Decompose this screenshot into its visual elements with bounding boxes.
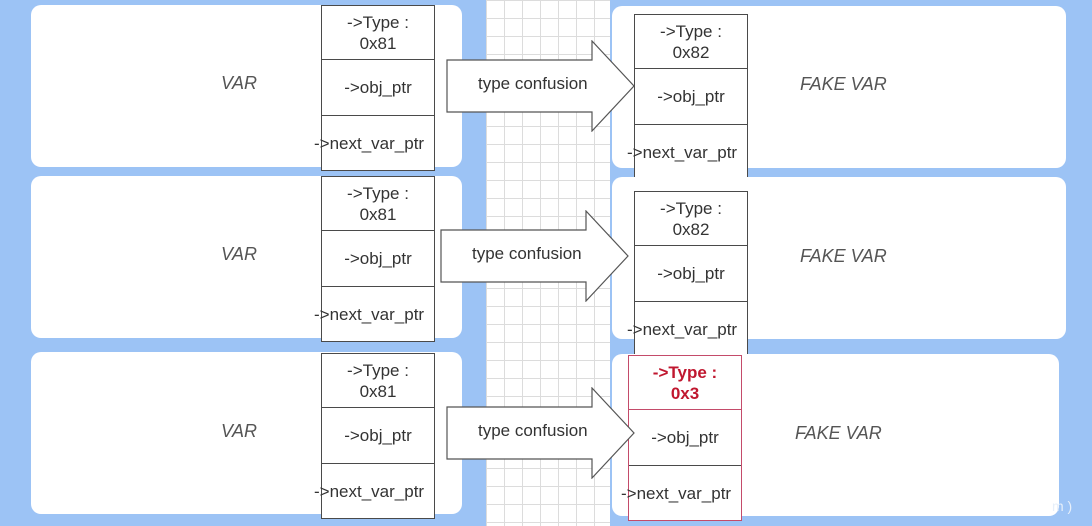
next-var-ptr-field: ->next_var_ptr (627, 319, 738, 339)
obj-ptr-field: ->obj_ptr (629, 410, 741, 466)
var-struct-3: ->Type :0x81 ->obj_ptr ->next_var_ptr (314, 353, 435, 519)
next-var-ptr-field: ->next_var_ptr (621, 483, 732, 503)
var-struct-2: ->Type :0x81 ->obj_ptr ->next_var_ptr (314, 176, 435, 342)
fake-var-struct-3: ->Type :0x3 ->obj_ptr ->next_var_ptr (621, 355, 742, 521)
type-confusion-arrow-2: type confusion (440, 210, 630, 302)
right-arrow-icon (440, 210, 629, 302)
arrow-label: type confusion (478, 74, 588, 93)
arrow-label: type confusion (478, 421, 588, 440)
next-var-ptr-field: ->next_var_ptr (314, 133, 425, 153)
var-label-2: VAR (221, 244, 258, 264)
type-field: ->Type :0x81 (322, 177, 434, 231)
obj-ptr-field: ->obj_ptr (635, 246, 747, 302)
var-label-3: VAR (221, 421, 258, 441)
fake-var-label-2: FAKE VAR (800, 246, 887, 266)
arrow-label: type confusion (472, 244, 582, 263)
type-confusion-arrow-1: type confusion (446, 40, 636, 132)
obj-ptr-field: ->obj_ptr (322, 408, 434, 464)
type-field-highlighted: ->Type :0x3 (629, 356, 741, 410)
right-arrow-icon (446, 40, 635, 132)
var-struct-1: ->Type :0x81 ->obj_ptr ->next_var_ptr (314, 5, 435, 171)
next-var-ptr-field: ->next_var_ptr (314, 481, 425, 501)
next-var-ptr-field: ->next_var_ptr (627, 142, 738, 162)
next-var-ptr-field: ->next_var_ptr (314, 304, 425, 324)
watermark: m ) (1052, 498, 1073, 514)
type-field: ->Type :0x81 (322, 6, 434, 60)
type-confusion-arrow-3: type confusion (446, 387, 636, 479)
fake-var-struct-2: ->Type :0x82 ->obj_ptr ->next_var_ptr (627, 191, 748, 357)
type-field: ->Type :0x81 (322, 354, 434, 408)
fake-var-struct-1: ->Type :0x82 ->obj_ptr ->next_var_ptr (627, 14, 748, 180)
type-field: ->Type :0x82 (635, 15, 747, 69)
fake-var-label-1: FAKE VAR (800, 74, 887, 94)
obj-ptr-field: ->obj_ptr (322, 60, 434, 116)
obj-ptr-field: ->obj_ptr (322, 231, 434, 287)
fake-var-label-3: FAKE VAR (795, 423, 882, 443)
right-arrow-icon (446, 387, 635, 479)
type-field: ->Type :0x82 (635, 192, 747, 246)
obj-ptr-field: ->obj_ptr (635, 69, 747, 125)
var-label-1: VAR (221, 73, 258, 93)
